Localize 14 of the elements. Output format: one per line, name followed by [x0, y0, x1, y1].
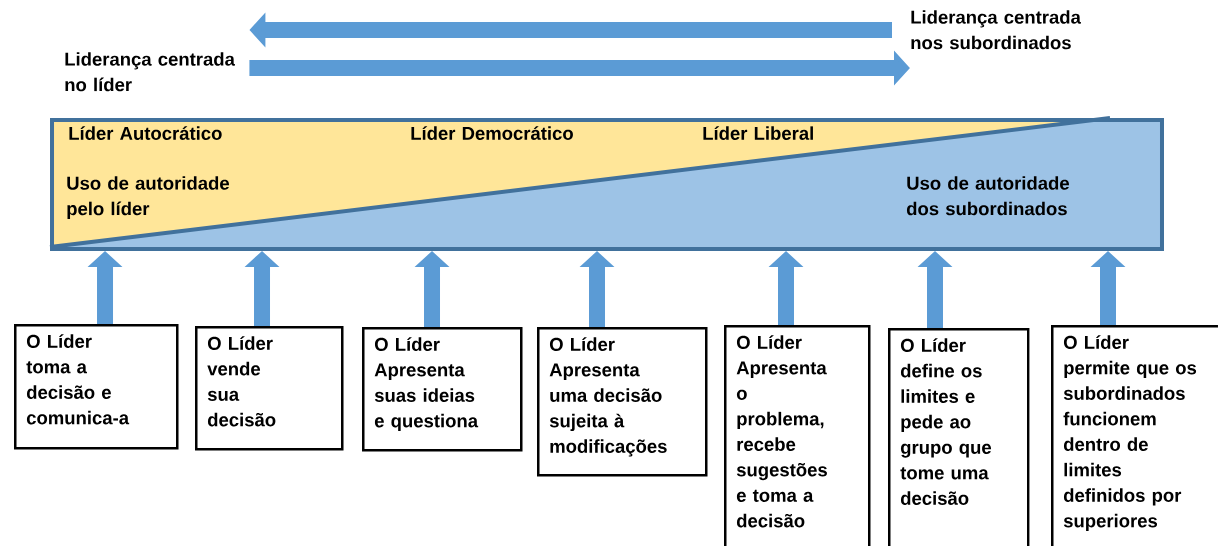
band-label: Líder Autocrático	[69, 126, 222, 140]
band-label: Uso de autoridade dos subordinados	[906, 176, 1069, 216]
heading-text: Liderança centrada no líder	[65, 52, 235, 92]
text-box: O Líder toma a decisão e comunica-a	[14, 324, 179, 450]
text-box: O Líder permite que os subordinados funcionem dentro de limites definidos por superiores	[1051, 325, 1218, 546]
text-box: O Líder define os limites e pede ao grupo que tome uma decisão	[888, 328, 1030, 546]
band-label: Uso de autoridade pelo líder	[67, 176, 229, 219]
heading-text: Liderança centrada nos subordinados	[911, 10, 1081, 50]
text-box: O Líder Apresenta uma decisão sujeita à modificações	[537, 327, 708, 477]
text-box: O Líder Apresenta o problema, recebe sugestões e toma a decisão	[724, 325, 871, 546]
text-box: O Líder Apresenta suas ideias e questiona	[362, 327, 523, 452]
text-box: O Líder vende sua decisão	[195, 326, 344, 451]
band-label: Líder Democrático	[411, 126, 573, 140]
band-label: Líder Liberal	[703, 126, 813, 140]
